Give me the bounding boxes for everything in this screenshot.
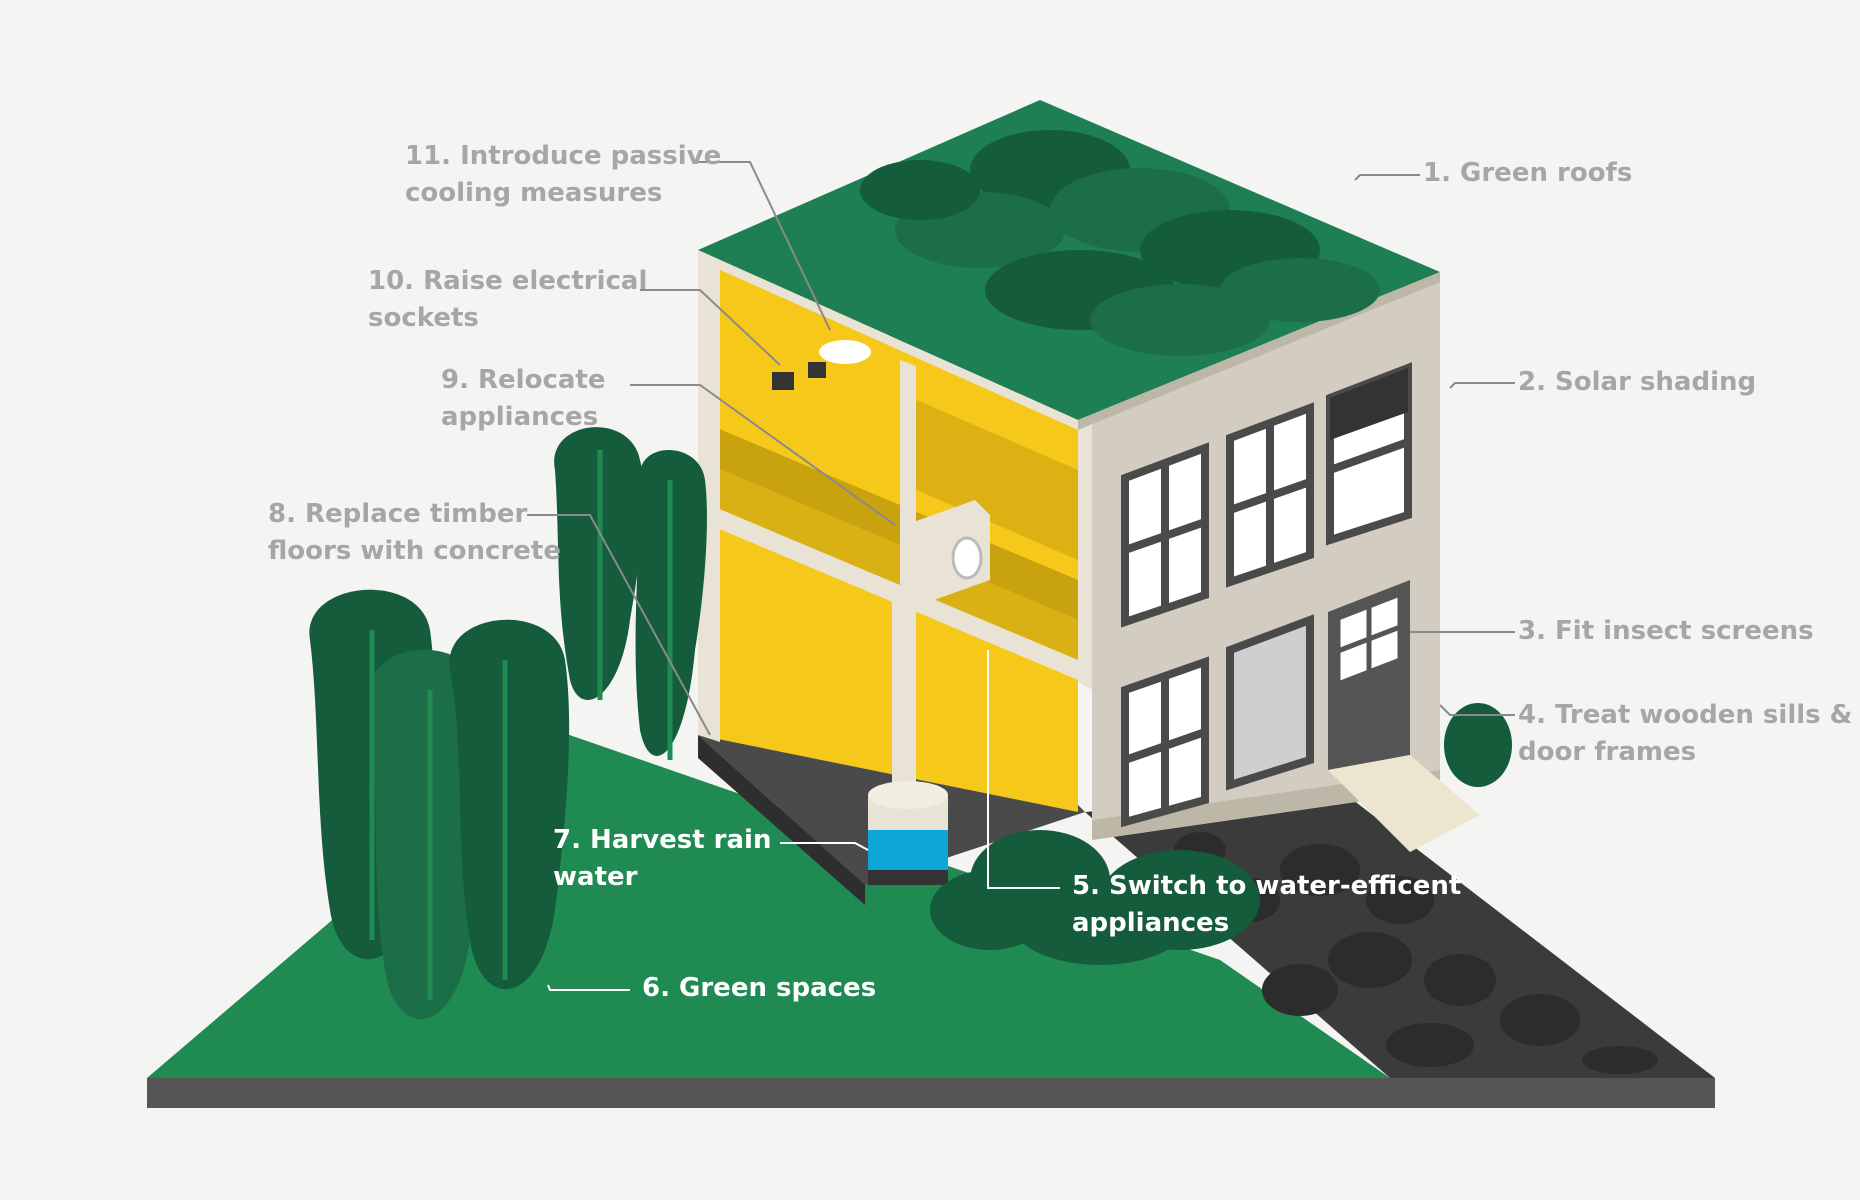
label-rain-water: 7. Harvest rain water	[553, 825, 772, 892]
rain-water-tank	[868, 781, 948, 885]
label-wooden-sills: 4. Treat wooden sills & door frames	[1518, 700, 1853, 767]
label-green-spaces: 6. Green spaces	[642, 973, 877, 1003]
door-step	[1328, 755, 1480, 852]
label-timber-floors: 8. Replace timber floors with concrete	[268, 499, 561, 566]
bushes	[930, 703, 1512, 965]
cooling-vent	[819, 340, 871, 364]
green-roof	[698, 100, 1440, 430]
paving-stones	[1174, 832, 1658, 1074]
trees	[309, 427, 707, 1020]
leader-lines	[527, 161, 1515, 736]
label-water-efficient: 5. Switch to water-efficent appliances	[1072, 871, 1462, 938]
solar-shade	[1330, 368, 1408, 440]
appliance	[905, 500, 990, 605]
label-green-roofs: 1. Green roofs	[1423, 158, 1633, 188]
door	[1328, 580, 1410, 770]
label-electrical-sockets: 10. Raise electrical sockets	[368, 266, 648, 333]
label-relocate-appliances: 9. Relocate appliances	[441, 365, 606, 432]
label-insect-screens: 3. Fit insect screens	[1518, 616, 1814, 646]
leader-lines-light	[547, 650, 1060, 991]
insect-screen-window	[1226, 614, 1314, 791]
label-passive-cooling: 11. Introduce passive cooling measures	[405, 141, 722, 208]
electrical-sockets	[772, 362, 826, 390]
label-solar-shading: 2. Solar shading	[1518, 367, 1757, 397]
